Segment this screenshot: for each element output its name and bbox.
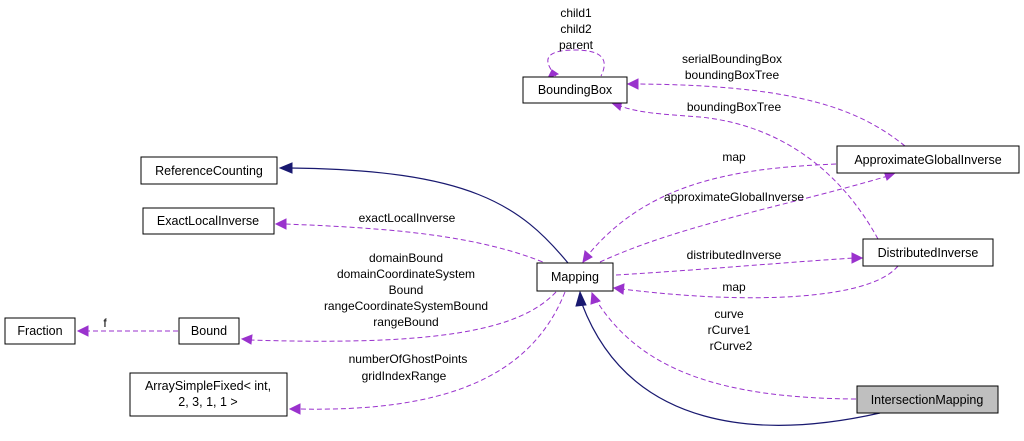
node-fraction-label: Fraction (17, 324, 62, 338)
node-referencecounting[interactable]: ReferenceCounting (140, 156, 278, 185)
label-approximateglobalinverse: approximateGlobalInverse (664, 190, 804, 204)
label-rangebound: rangeBound (373, 315, 438, 329)
label-bound: Bound (389, 283, 424, 297)
label-parent: parent (559, 38, 594, 52)
label-di-map: map (722, 280, 746, 294)
edge-mapping-arraysimplefixed (288, 291, 566, 415)
node-boundingbox[interactable]: BoundingBox (522, 76, 628, 104)
node-approximateglobalinverse-label: ApproximateGlobalInverse (854, 153, 1001, 167)
edge-boundingbox-self (546, 49, 605, 79)
label-rangecoordinatesystembound: rangeCoordinateSystemBound (324, 299, 488, 313)
node-arraysimplefixed-label-1: ArraySimpleFixed< int, (145, 379, 271, 393)
node-boundingbox-label: BoundingBox (538, 83, 613, 97)
edge-agi-mapping-map (582, 163, 837, 263)
edge-bound-fraction (76, 325, 178, 337)
label-domaincoordinatesystem: domainCoordinateSystem (337, 267, 475, 281)
node-intersectionmapping[interactable]: IntersectionMapping (856, 385, 999, 414)
node-approximateglobalinverse[interactable]: ApproximateGlobalInverse (836, 145, 1020, 174)
edge-intersectionmapping-mapping-curves (590, 291, 857, 400)
label-distributedinverse: distributedInverse (687, 248, 782, 262)
label-boundingboxtree-1: boundingBoxTree (685, 68, 780, 82)
edge-di-mapping-map (612, 265, 899, 299)
node-exactlocalinverse[interactable]: ExactLocalInverse (142, 207, 275, 235)
label-child2: child2 (560, 22, 592, 36)
node-arraysimplefixed-label-2: 2, 3, 1, 1 > (178, 395, 237, 409)
label-serialboundingbox: serialBoundingBox (682, 52, 782, 66)
node-arraysimplefixed[interactable]: ArraySimpleFixed< int, 2, 3, 1, 1 > (129, 372, 288, 417)
label-curve: curve (714, 307, 744, 321)
node-bound[interactable]: Bound (178, 317, 240, 345)
node-bound-label: Bound (191, 324, 227, 338)
edge-agi-boundingbox (626, 78, 906, 147)
label-child1: child1 (560, 6, 592, 20)
edge-labels: child1 child2 parent serialBoundingBox b… (103, 6, 804, 383)
label-rcurve2: rCurve2 (710, 339, 753, 353)
label-f: f (103, 316, 107, 330)
node-fraction[interactable]: Fraction (4, 317, 76, 345)
label-domainbound: domainBound (369, 251, 443, 265)
edge-mapping-referencecounting (278, 162, 569, 264)
node-mapping-label: Mapping (551, 270, 599, 284)
edge-mapping-bound (240, 291, 557, 345)
node-referencecounting-label: ReferenceCounting (155, 164, 263, 178)
node-distributedinverse-label: DistributedInverse (878, 246, 979, 260)
edge-mapping-exactlocalinverse (274, 218, 551, 266)
label-rcurve1: rCurve1 (708, 323, 751, 337)
node-exactlocalinverse-label: ExactLocalInverse (157, 214, 259, 228)
label-exactlocalinverse: exactLocalInverse (359, 211, 456, 225)
node-distributedinverse[interactable]: DistributedInverse (862, 238, 994, 267)
node-intersectionmapping-label: IntersectionMapping (871, 393, 984, 407)
label-numberofghostpoints: numberOfGhostPoints (349, 352, 468, 366)
edge-intersectionmapping-mapping-inherit (575, 290, 881, 426)
label-agi-map: map (722, 150, 746, 164)
label-gridindexrange: gridIndexRange (362, 369, 447, 383)
node-mapping[interactable]: Mapping (536, 262, 614, 292)
edge-mapping-distributedinverse (615, 252, 864, 276)
label-boundingboxtree-2: boundingBoxTree (687, 100, 782, 114)
